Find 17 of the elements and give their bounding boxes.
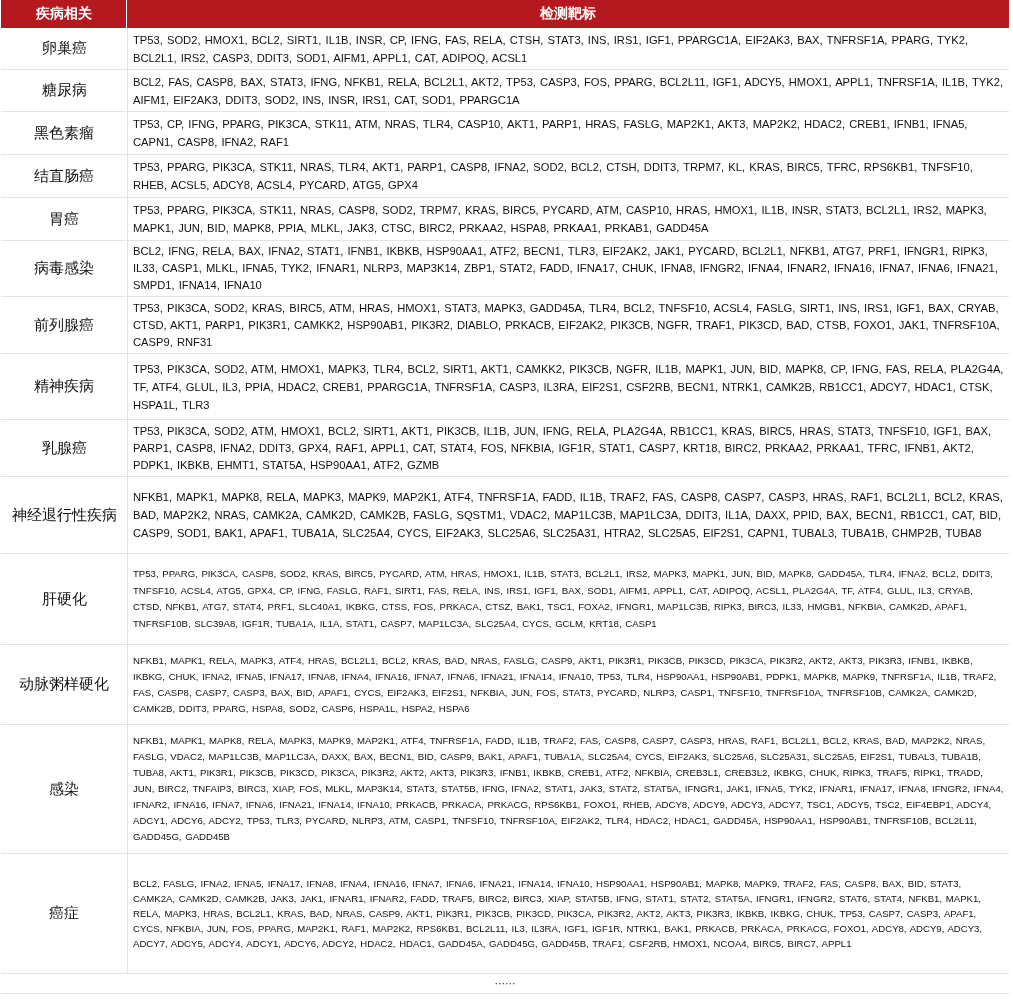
target-list-cell: TP53, CP, IFNG, PPARG, PIK3CA, STK11, ATM, NRAS, TLR4, CASP10, AKT1, PARP1, HRAS, FASLG, MAP2K1, AKT3, MAP2K2, HDAC2, CREB1, IFNB1, IFNA5, CAPN1, CASP8, IFNA2, RAF1 bbox=[127, 112, 1009, 155]
target-list-cell: TP53, PIK3CA, SOD2, ATM, HMOX1, BCL2, SIRT1, AKT1, PIK3CB, IL1B, JUN, IFNG, RELA, PLA2G4A, RB1CC1, KRAS, BIRC5, HRAS, STAT3, TNFSF10, IGF1, BAX, PARP1, CASP8, IFNA2, DDIT3, GPX4, RAF1, APPL1, CAT, STAT4, FOS, NFKBIA, IGF1R, STAT1, CASP7, KRT18, BIRC2, PRKAA2, PRKAA1, TFRC, IFNB1, AKT2, PDPK1, IKBKB, EHMT1, STAT5A, HSP90AA1, ATF2, GZMB bbox=[127, 420, 1009, 477]
target-list-cell: TP53, PPARG, PIK3CA, STK11, NRAS, TLR4, AKT1, PARP1, CASP8, IFNA2, SOD2, BCL2, CTSH, DDIT3, TRPM7, KL, KRAS, BIRC5, TFRC, RPS6KB1, TNFSF10, RHEB, ACSL5, ADCY8, ACSL4, PYCARD, ATG5, GPX4 bbox=[127, 155, 1009, 198]
target-list-cell: BCL2, IFNG, RELA, BAX, IFNA2, STAT1, IFNB1, IKBKB, HSP90AA1, ATF2, BECN1, TLR3, EIF2AK2, JAK1, PYCARD, BCL2L1, NFKB1, ATG7, PRF1, IFNGR1, RIPK3, IL33, CASP1, MLKL, IFNA5, TYK2, IFNAR1, NLRP3, MAP3K14, ZBP1, STAT2, FADD, IFNA17, CHUK, IFNA8, IFNGR2, IFNA4, IFNAR2, IFNA16, IFNA7, IFNA6, IFNA21, SMPD1, IFNA14, IFNA10 bbox=[127, 241, 1009, 297]
target-list-cell: TP53, PPARG, PIK3CA, STK11, NRAS, CASP8, SOD2, TRPM7, KRAS, BIRC5, PYCARD, ATM, CASP10, HRAS, HMOX1, IL1B, INSR, STAT3, BCL2L1, IRS2, MAPK3, MAPK1, JUN, BID, MAPK8, PPIA, MLKL, JAK3, CTSC, BIRC2, PRKAA2, HSPA8, PRKAA1, PRKAB1, GADD45A bbox=[127, 198, 1009, 241]
target-list-cell: NFKB1, MAPK1, MAPK8, RELA, MAPK3, MAPK9, MAP2K1, ATF4, TNFRSF1A, FADD, IL1B, TRAF2, FAS, CASP8, CASP7, CASP3, HRAS, RAF1, BCL2L1, BCL2, KRAS, BAD, MAP2K2, NRAS, CAMK2A, CAMK2D, CAMK2B, FASLG, SQSTM1, VDAC2, MAP1LC3B, MAP1LC3A, DDIT3, IL1A, DAXX, PPID, BAX, BECN1, RB1CC1, CAT, BID, CASP9, SOD1, BAK1, APAF1, TUBA1A, SLC25A4, CYCS, EIF2AK3, SLC25A6, SLC25A31, HTRA2, SLC25A5, EIF2S1, CAPN1, TUBAL3, TUBA1B, CHMP2B, TUBA8 bbox=[127, 477, 1009, 554]
table-header-cell: 检测靶标 bbox=[127, 0, 1009, 28]
target-list-cell: NFKB1, MAPK1, MAPK8, RELA, MAPK3, MAPK9, MAP2K1, ATF4, TNFRSF1A, FADD, IL1B, TRAF2, FAS, CASP8, CASP7, CASP3, HRAS, RAF1, BCL2L1, BCL2, KRAS, BAD, MAP2K2, NRAS, FASLG, VDAC2, MAP1LC3B, MAP1LC3A, DAXX, BAX, BECN1, BID, CASP9, BAK1, APAF1, TUBA1A, SLC25A4, CYCS, EIF2AK3, SLC25A6, SLC25A31, SLC25A5, EIF2S1, TUBAL3, TUBA1B, TUBA8, AKT1, PIK3R1, PIK3CB, PIK3CD, PIK3CA, PIK3R2, AKT2, AKT3, PIK3R3, IFNB1, IKBKB, CREB1, ATF2, NFKBIA, CREB3L1, CREB3L2, IKBKG, CHUK, RIPK3, TRAF5, RIPK1, TRADD, JUN, BIRC2, TNFAIP3, BIRC3, XIAP, FOS, MLKL, MAP3K14, STAT3, STAT5B, IFNG, IFNA2, STAT1, JAK3, STAT2, STAT5A, IFNGR1, JAK1, IFNA5, TYK2, IFNAR1, IFNA17, IFNA8, IFNGR2, IFNA4, IFNAR2, IFNA16, IFNA7, IFNA6, IFNA21, IFNA14, IFNA10, PRKACB, PRKACA, PRKACG, RPS6KB1, FOXO1, RHEB, ADCY8, ADCY9, ADCY3, ADCY7, TSC1, ADCY5, TSC2, EIF4EBP1, ADCY4, ADCY1, ADCY6, ADCY2, TP53, TLR3, PYCARD, NLRP3, ATM, CASP1, TNFSF10, TNFRSF10A, EIF2AK2, TLR4, HDAC2, HDAC1, GADD45A, HSP90AA1, HSP90AB1, TNFRSF10B, BCL2L11, GADD45G, GADD45B bbox=[127, 725, 1009, 854]
target-list-cell: NFKB1, MAPK1, RELA, MAPK3, ATF4, HRAS, BCL2L1, BCL2, KRAS, BAD, NRAS, FASLG, CASP9, AKT1, PIK3R1, PIK3CB, PIK3CD, PIK3CA, PIK3R2, AKT2, AKT3, PIK3R3, IFNB1, IKBKB, IKBKG, CHUK, IFNA2, IFNA5, IFNA17, IFNA8, IFNA4, IFNA16, IFNA7, IFNA6, IFNA21, IFNA14, IFNA10, TP53, TLR4, HSP90AA1, HSP90AB1, PDPK1, MAPK8, MAPK9, TNFRSF1A, IL1B, TRAF2, FAS, CASP8, CASP7, CASP3, BAX, BID, APAF1, CYCS, EIF2AK3, EIF2S1, NFKBIA, JUN, FOS, STAT3, PYCARD, NLRP3, CASP1, TNFSF10, TNFRSF10A, TNFRSF10B, CAMK2A, CAMK2D, CAMK2B, DDIT3, PPARG, HSPA8, SOD2, CASP6, HSPA1L, HSPA2, HSPA6 bbox=[127, 645, 1009, 725]
target-list-cell: TP53, PIK3CA, SOD2, ATM, HMOX1, MAPK3, TLR4, BCL2, SIRT1, AKT1, CAMKK2, PIK3CB, NGFR, IL1B, MAPK1, JUN, BID, MAPK8, CP, IFNG, FAS, RELA, PLA2G4A, TF, ATF4, GLUL, IL3, PPIA, HDAC2, CREB1, PPARGC1A, TNFRSF1A, CASP3, IL3RA, EIF2S1, CSF2RB, BECN1, NTRK1, CAMK2B, RB1CC1, ADCY7, HDAC1, CTSK, HSPA1L, TLR3 bbox=[127, 354, 1009, 420]
target-list-cell: BCL2, FAS, CASP8, BAX, STAT3, IFNG, NFKB1, RELA, BCL2L1, AKT2, TP53, CASP3, FOS, PPARG, BCL2L11, IGF1, ADCY5, HMOX1, APPL1, TNFRSF1A, IL1B, TYK2, AIFM1, EIF2AK3, DDIT3, SOD2, INS, INSR, IRS1, CAT, SOD1, PPARGC1A bbox=[127, 70, 1009, 112]
target-list-cell: TP53, SOD2, HMOX1, BCL2, SIRT1, IL1B, INSR, CP, IFNG, FAS, RELA, CTSH, STAT3, INS, IRS1, IGF1, PPARGC1A, EIF2AK3, BAX, TNFRSF1A, PPARG, TYK2, BCL2L1, IRS2, CASP3, DDIT3, SOD1, AIFM1, APPL1, CAT, ADIPOQ, ACSL1 bbox=[127, 28, 1009, 70]
table-header-cell: 疾病相关 bbox=[1, 0, 126, 28]
ellipsis-text: ······ bbox=[1, 974, 1009, 994]
target-list-cell: TP53, PPARG, PIK3CA, CASP8, SOD2, KRAS, BIRC5, PYCARD, ATM, HRAS, HMOX1, IL1B, STAT3, BCL2L1, IRS2, MAPK3, MAPK1, JUN, BID, MAPK8, GADD45A, TLR4, IFNA2, BCL2, DDIT3, TNFSF10, ACSL4, ATG5, GPX4, CP, IFNG, FASLG, RAF1, SIRT1, FAS, RELA, INS, IRS1, IGF1, BAX, SOD1, AIFM1, APPL1, CAT, ADIPOQ, ACSL1, PLA2G4A, TF, ATF4, GLUL, IL3, CRYAB, CTSD, NFKB1, ATG7, STAT4, PRF1, SLC40A1, IKBKG, CTSS, FOS, PRKACA, CTSZ, BAK1, TSC1, FOXA2, IFNGR1, MAP1LC3B, RIPK3, BIRC3, IL33, HMGB1, NFKBIA, CAMK2D, APAF1, TNFRSF10B, SLC39A8, IGF1R, TUBA1A, IL1A, STAT1, CASP7, MAP1LC3A, SLC25A4, CYCS, GCLM, KRT18, CASP1 bbox=[127, 554, 1009, 645]
target-list-cell: TP53, PIK3CA, SOD2, KRAS, BIRC5, ATM, HRAS, HMOX1, STAT3, MAPK3, GADD45A, TLR4, BCL2, TNFSF10, ACSL4, FASLG, SIRT1, INS, IRS1, IGF1, BAX, CRYAB, CTSD, AKT1, PARP1, PIK3R1, CAMKK2, HSP90AB1, PIK3R2, DIABLO, PRKACB, EIF2AK2, PIK3CB, NGFR, TRAF1, PIK3CD, BAD, CTSB, FOXO1, JAK1, TNFRSF10A, CASP9, RNF31 bbox=[127, 297, 1009, 354]
target-list-cell: BCL2, FASLG, IFNA2, IFNA5, IFNA17, IFNA8, IFNA4, IFNA16, IFNA7, IFNA6, IFNA21, IFNA14, IFNA10, HSP90AA1, HSP90AB1, MAPK8, MAPK9, TRAF2, FAS, CASP8, BAX, BID, STAT3, CAMK2A, CAMK2D, CAMK2B, JAK3, JAK1, IFNAR1, IFNAR2, FADD, TRAF5, BIRC2, BIRC3, XIAP, STAT5B, IFNG, STAT1, STAT2, STAT5A, IFNGR1, IFNGR2, STAT6, STAT4, NFKB1, MAPK1, RELA, MAPK3, HRAS, BCL2L1, KRAS, BAD, NRAS, CASP9, AKT1, PIK3R1, PIK3CB, PIK3CD, PIK3CA, PIK3R2, AKT2, AKT3, PIK3R3, IKBKB, IKBKG, CHUK, TP53, CASP7, CASP3, APAF1, CYCS, NFKBIA, JUN, FOS, PPARG, MAP2K1, RAF1, MAP2K2, RPS6KB1, BCL2L11, IL3, IL3RA, IGF1, IGF1R, NTRK1, BAK1, PRKACB, PRKACA, PRKACG, FOXO1, ADCY8, ADCY9, ADCY3, ADCY7, ADCY5, ADCY4, ADCY1, ADCY6, ADCY2, HDAC2, HDAC1, GADD45A, GADD45G, GADD45B, TRAF1, CSF2RB, HMOX1, NCOA4, BIRC5, BIRC7, APPL1 bbox=[127, 854, 1009, 974]
